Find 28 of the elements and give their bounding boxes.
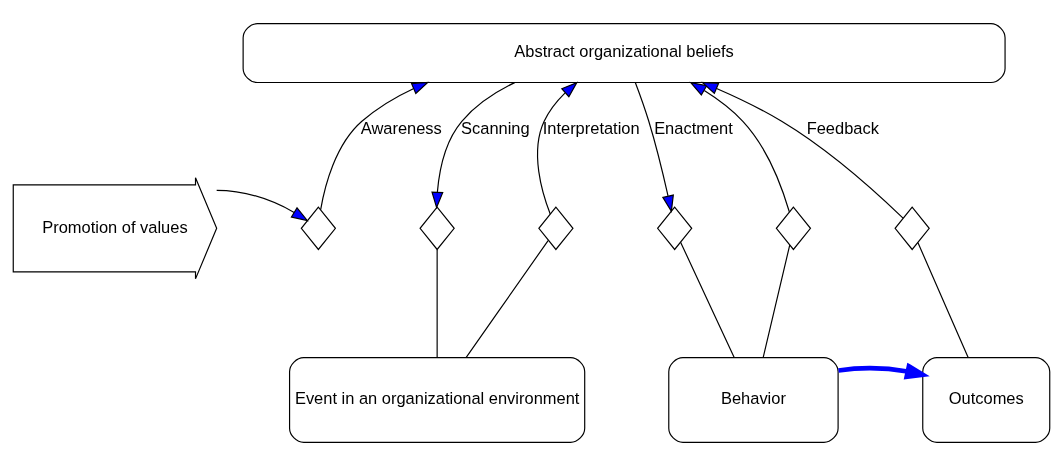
arrow xyxy=(216,189,309,222)
node-box: Behavior xyxy=(668,357,839,443)
arrow xyxy=(700,81,904,219)
node-diamond xyxy=(894,206,930,251)
edge-label: Scanning xyxy=(461,119,530,138)
node-diamond xyxy=(300,206,337,251)
node-diamond xyxy=(419,206,455,251)
node-diamond xyxy=(775,206,812,251)
node-box: Event in an organizational environment xyxy=(289,357,586,443)
arrow xyxy=(689,81,790,213)
node-diamond xyxy=(538,206,574,251)
edge-label: Interpretation xyxy=(542,119,640,138)
arrow xyxy=(320,81,430,211)
connector xyxy=(436,248,438,358)
arrow xyxy=(431,82,516,210)
arrow xyxy=(536,81,579,215)
connector xyxy=(917,242,969,359)
arrow xyxy=(634,82,674,213)
edge-label: Awareness xyxy=(360,119,442,138)
edge-label: Enactment xyxy=(654,119,733,138)
connector xyxy=(680,241,735,359)
node-box: Outcomes xyxy=(922,357,1051,443)
node-box: Abstract organizational beliefs xyxy=(242,23,1006,84)
arrow xyxy=(838,362,930,380)
connector xyxy=(465,240,549,359)
node-diamond xyxy=(656,206,693,251)
connector xyxy=(762,244,791,358)
edge-label: Feedback xyxy=(806,119,879,138)
